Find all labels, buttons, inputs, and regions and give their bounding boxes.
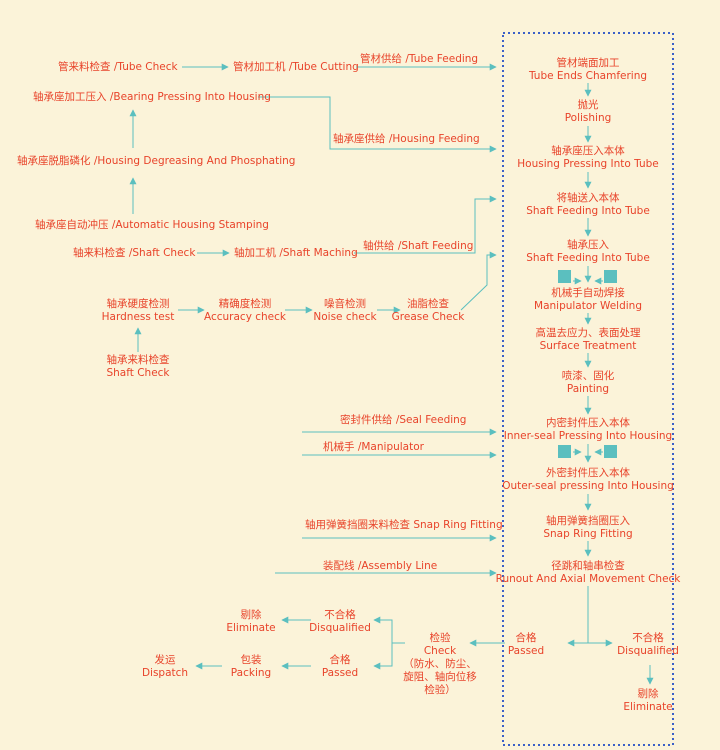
assembly-line-label: 装配线 /Assembly Line — [323, 560, 438, 572]
tube-feeding-label: 管材供给 /Tube Feeding — [360, 53, 479, 65]
arrow-check-to-disqualified — [373, 616, 405, 644]
shaft-feeding-label: 轴供给 /Shaft Feeding — [363, 240, 474, 252]
arrow-housing-feeding — [258, 96, 497, 153]
shaft-check-label: 轴来料检查 /Shaft Check — [73, 247, 196, 259]
snap-ring-feed-label: 轴用弹簧挡圈来料检查 Snap Ring Fitting — [305, 519, 503, 531]
arrow-check-to-passed — [373, 643, 393, 670]
arrow-grease-to-line — [460, 251, 497, 311]
tube-check-label: 管来料检查 /Tube Check — [58, 61, 178, 73]
production-line-frame — [502, 32, 674, 746]
seal-feeding-label: 密封件供给 /Seal Feeding — [340, 414, 467, 426]
station-square — [604, 270, 617, 283]
bearing-pressing-label: 轴承座加工压入 /Bearing Pressing Into Housing — [33, 91, 271, 103]
manipulator-label: 机械手 /Manipulator — [323, 441, 424, 453]
check-label: 检验 Check （防水、防尘、 旋阻、轴向位移 检验） — [403, 632, 477, 696]
tube-cutting-label: 管材加工机 /Tube Cutting — [233, 61, 359, 73]
housing-feeding-label: 轴承座供给 /Housing Feeding — [333, 133, 480, 145]
housing-stamping-label: 轴承座自动冲压 /Automatic Housing Stamping — [35, 219, 269, 231]
arrow-shaft-feeding — [354, 195, 497, 254]
station-square — [558, 270, 571, 283]
arrow-to-passed-right — [567, 586, 589, 647]
shaft-maching-label: 轴加工机 /Shaft Maching — [234, 247, 358, 259]
housing-degreasing-label: 轴承座脱脂磷化 /Housing Degreasing And Phosphat… — [17, 155, 296, 167]
station-square — [604, 445, 617, 458]
station-square — [558, 445, 571, 458]
